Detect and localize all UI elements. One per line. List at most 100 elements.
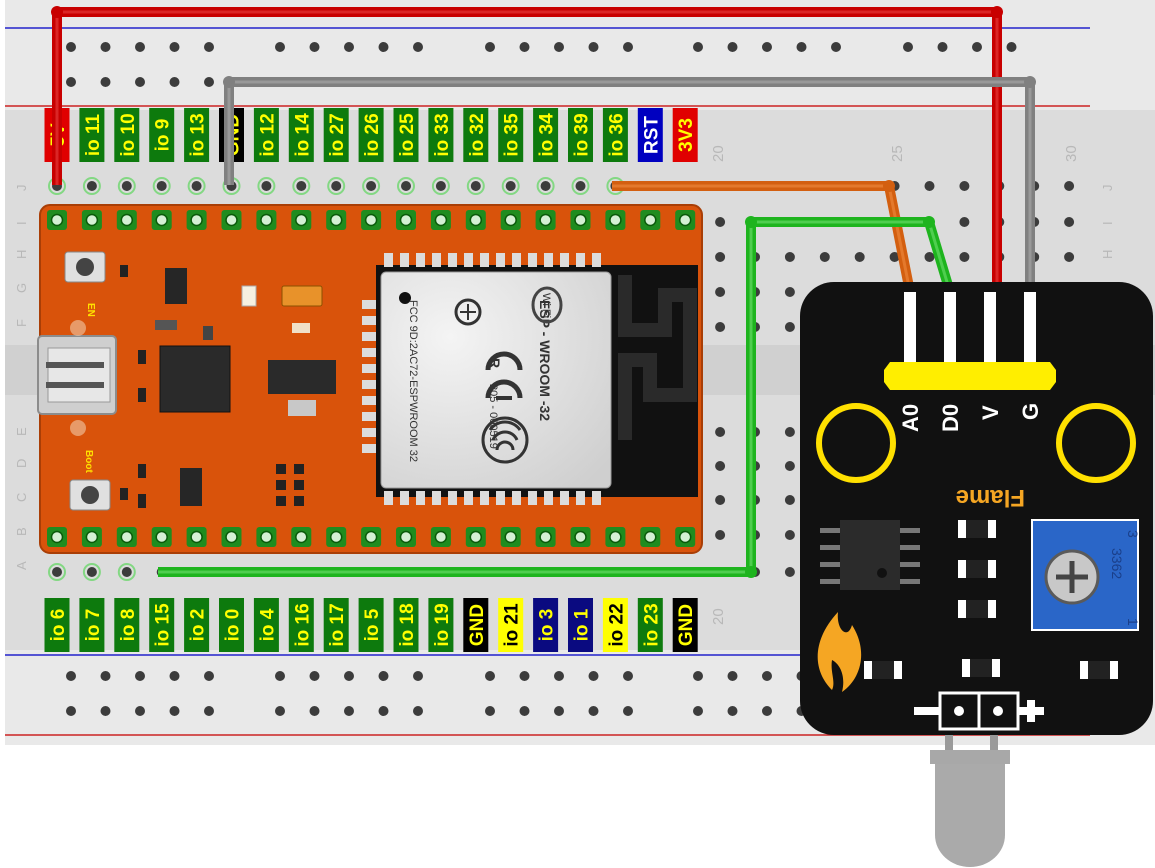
rail-hole	[169, 77, 180, 87]
breadboard-hole	[784, 252, 795, 262]
header-pin	[190, 530, 203, 544]
breadboard-hole	[715, 530, 726, 540]
header-pin	[225, 213, 238, 227]
rail-hole	[169, 42, 180, 52]
rail-hole	[66, 706, 76, 716]
breadboard-hole	[924, 252, 935, 262]
flame-module-title: Flame	[956, 484, 1025, 511]
header-pin	[155, 530, 168, 544]
pin-label-text: io 39	[572, 113, 593, 156]
pin-label-bg	[602, 598, 628, 652]
svg-text:20: 20	[710, 608, 727, 625]
rail-hole	[204, 706, 214, 716]
rail-hole	[588, 706, 599, 716]
rail-hole	[762, 671, 772, 681]
pin-label-bg	[428, 108, 454, 162]
breadboard-hole	[1064, 217, 1075, 227]
breadboard-hole	[784, 322, 795, 332]
breadboard-hole	[889, 252, 900, 262]
pin-label-bg	[498, 108, 524, 162]
comparator-ic	[820, 520, 920, 590]
pin-label-bg	[428, 598, 454, 652]
pin-label-bg	[533, 598, 559, 652]
en-button[interactable]	[64, 251, 106, 283]
rail-hole	[344, 671, 354, 681]
rail-hole	[169, 671, 180, 681]
svg-text:Wi Fi: Wi Fi	[540, 293, 552, 318]
rail-hole	[623, 671, 633, 681]
header-pin	[434, 213, 448, 227]
pin-label-text: GND	[676, 604, 697, 646]
svg-text:J: J	[1100, 185, 1115, 192]
pin-label-text: io 12	[257, 113, 278, 156]
ce-mark-icon	[485, 351, 523, 400]
rail-hole	[378, 706, 389, 716]
svg-text:1: 1	[1125, 618, 1141, 626]
rail-hole	[623, 706, 633, 716]
rail-hole	[485, 671, 495, 681]
pin-label-bg	[602, 108, 628, 162]
pin-label-bg	[323, 108, 349, 162]
pin-label-text: io 18	[397, 603, 418, 646]
rail-hole	[344, 42, 354, 52]
rail-hole	[378, 42, 389, 52]
svg-text:D: D	[14, 459, 29, 468]
breadboard-hole	[959, 217, 970, 227]
breadboard-hole	[470, 181, 481, 191]
breadboard-hole	[924, 181, 935, 191]
pin-label-bg	[463, 598, 489, 652]
rail-hole	[100, 671, 111, 681]
rail-hole	[135, 706, 145, 716]
header-pin	[504, 213, 517, 227]
boot-button[interactable]	[69, 479, 111, 511]
pin-label-text: io 25	[397, 113, 418, 157]
pin-label-v: V	[978, 405, 1003, 420]
breadboard-hole	[715, 461, 726, 471]
breadboard-hole	[715, 252, 726, 262]
svg-text:ESP - WROOM -32: ESP - WROOM -32	[537, 300, 553, 421]
pin-label-text: io 4	[257, 608, 278, 641]
pin-label-bg	[393, 108, 419, 162]
rail-hole	[903, 42, 913, 52]
breadboard-hole	[715, 427, 726, 437]
pin-label-text: io 2	[188, 609, 209, 642]
pin-label-text: io 13	[188, 113, 209, 156]
header-pin	[329, 213, 343, 227]
pin-label-bg	[533, 108, 559, 162]
svg-text:I: I	[14, 221, 29, 225]
pin-label-text: io 9	[153, 119, 174, 152]
breadboard-hole	[715, 287, 726, 297]
breadboard-hole	[435, 181, 446, 191]
rail-hole	[204, 671, 214, 681]
breadboard-hole	[540, 181, 551, 191]
rail-hole	[485, 42, 495, 52]
rail-hole	[762, 42, 772, 52]
rail-hole	[66, 77, 76, 87]
rail-hole	[1006, 42, 1017, 52]
rail-hole	[413, 671, 423, 681]
pin-label-g: G	[1018, 403, 1043, 420]
rail-hole	[204, 42, 214, 52]
wifi-logo-icon: Wi Fi	[531, 286, 563, 324]
header-pin	[678, 530, 692, 544]
pin-label-text: io 0	[223, 609, 244, 642]
breadboard-hole	[86, 181, 97, 191]
svg-text:H: H	[14, 250, 29, 259]
breadboard-hole	[156, 181, 167, 191]
rail-hole	[519, 671, 530, 681]
rail-hole	[796, 42, 807, 52]
svg-text:R: R	[487, 358, 503, 368]
pin-label-text: io 6	[48, 609, 69, 642]
potentiometer[interactable]: 3362 3 1	[1031, 519, 1141, 631]
breadboard-hole	[575, 181, 586, 191]
rail-hole	[309, 671, 320, 681]
pin-label-bg	[637, 108, 663, 162]
pin-label-text: io 19	[432, 603, 453, 646]
mounting-hole-right	[1056, 403, 1136, 483]
rail-hole	[100, 706, 111, 716]
pin-label-text: io 14	[292, 113, 313, 157]
svg-text:J: J	[14, 185, 29, 192]
rail-hole	[275, 42, 285, 52]
svg-text:3362: 3362	[1109, 548, 1125, 579]
